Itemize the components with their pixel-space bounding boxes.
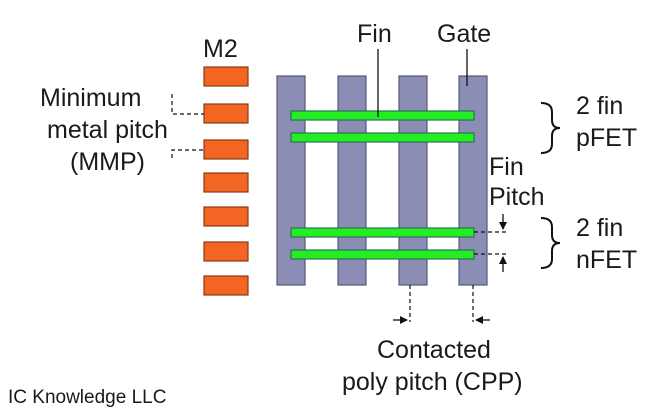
- m2-label: M2: [203, 35, 238, 63]
- mmp-dashed-leader-lower: [171, 149, 204, 158]
- fin-strip: [290, 132, 475, 143]
- fin-strip: [290, 249, 475, 260]
- pfet-label-line1: 2 fin: [576, 92, 623, 120]
- mmp-dashed-leader-upper: [171, 94, 204, 115]
- cpp-label-line1: Contacted: [377, 336, 491, 364]
- nfet-label-line1: 2 fin: [576, 214, 623, 242]
- m2-track: [203, 66, 249, 87]
- m2-track: [203, 275, 249, 296]
- mmp-label-line2: metal pitch: [47, 116, 168, 144]
- m2-track: [203, 241, 249, 262]
- fin-strip: [290, 227, 475, 238]
- pfet-brace: [540, 102, 561, 154]
- m2-track: [203, 139, 249, 160]
- m2-metal-tracks: [203, 66, 249, 296]
- fin-strip: [290, 110, 475, 121]
- gate-label: Gate: [437, 20, 491, 48]
- mmp-label-line1: Minimum: [40, 84, 141, 112]
- cpp-label-line2: poly pitch (CPP): [342, 368, 523, 396]
- fins: [290, 110, 475, 260]
- fin-label: Fin: [357, 20, 392, 48]
- fin-pitch-label-line1: Fin: [489, 153, 524, 181]
- m2-track: [203, 206, 249, 227]
- nfet-label-line2: nFET: [576, 246, 637, 274]
- pfet-label-line2: pFET: [576, 124, 637, 152]
- nfet-brace: [540, 217, 561, 269]
- mmp-label-line3: (MMP): [70, 148, 145, 176]
- m2-track: [203, 172, 249, 193]
- m2-track: [203, 103, 249, 124]
- fin-pitch-label-line2: Pitch: [489, 183, 545, 211]
- credit-text: IC Knowledge LLC: [8, 387, 166, 408]
